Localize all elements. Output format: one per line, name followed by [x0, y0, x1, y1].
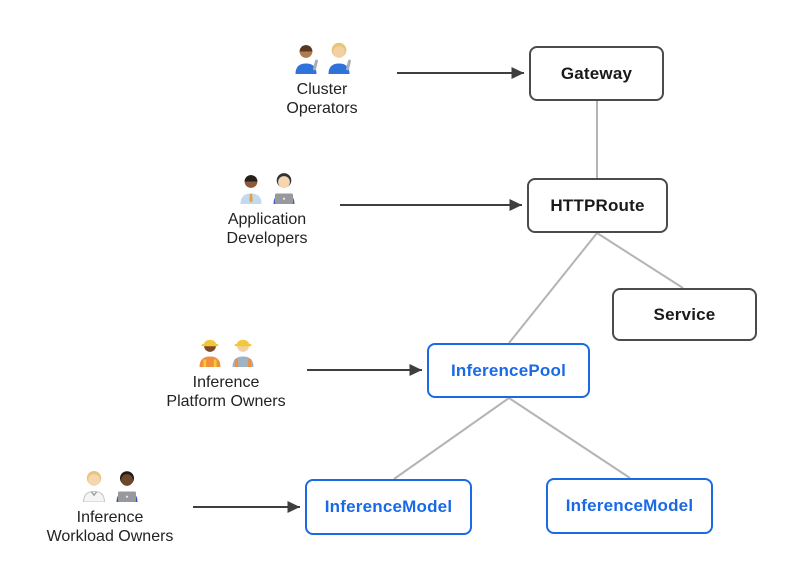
- woman-mechanic-icon: [328, 42, 351, 74]
- persona-label-line: Platform Owners: [166, 393, 286, 410]
- persona-label-line: Operators: [286, 100, 358, 117]
- persona-label-line: Developers: [226, 230, 308, 247]
- persona-inference-workload-owners: Inference Workload Owners: [25, 468, 195, 546]
- persona-label-line: Inference: [76, 509, 144, 526]
- application-developers-avatars: [236, 170, 299, 204]
- node-inferencemodel-right: InferenceModel: [546, 478, 713, 534]
- inference-platform-owners-avatars: [195, 333, 258, 367]
- persona-inference-platform-owners: Inference Platform Owners: [141, 333, 311, 411]
- node-httproute: HTTPRoute: [527, 178, 668, 233]
- node-label: Service: [653, 304, 716, 324]
- node-inferencemodel-left: InferenceModel: [305, 479, 472, 535]
- node-service: Service: [612, 288, 757, 341]
- persona-label-line: Cluster: [296, 81, 348, 98]
- inference-workload-owners-avatars: [79, 468, 142, 502]
- edge-httproute-service: [596, 232, 684, 289]
- persona-application-developers: Application Developers: [182, 170, 352, 248]
- node-inferencepool: InferencePool: [427, 343, 590, 398]
- node-label: HTTPRoute: [550, 195, 645, 215]
- node-label: Gateway: [560, 63, 633, 83]
- man-mechanic-icon: [295, 45, 318, 74]
- cluster-operators-avatars: [291, 40, 354, 74]
- persona-label-line: Inference: [192, 374, 260, 391]
- woman-construction-worker-icon: [199, 339, 220, 367]
- man-technologist-icon: [116, 471, 137, 502]
- persona-cluster-operators: Cluster Operators: [237, 40, 407, 118]
- man-office-worker-icon: [240, 175, 261, 204]
- persona-label-line: Workload Owners: [46, 528, 174, 545]
- edge-httproute-inferencepool: [508, 232, 598, 344]
- health-worker-icon: [82, 471, 105, 502]
- woman-technologist-icon: [273, 173, 294, 204]
- man-construction-worker-icon: [232, 339, 253, 367]
- node-label: InferenceModel: [565, 496, 694, 515]
- edge-inferencepool-inferencemodel-right: [508, 397, 631, 479]
- node-gateway: Gateway: [529, 46, 664, 101]
- edge-inferencepool-inferencemodel-left: [393, 397, 510, 480]
- node-label: InferenceModel: [324, 497, 453, 516]
- node-label: InferencePool: [450, 360, 567, 380]
- persona-label-line: Application: [227, 211, 307, 228]
